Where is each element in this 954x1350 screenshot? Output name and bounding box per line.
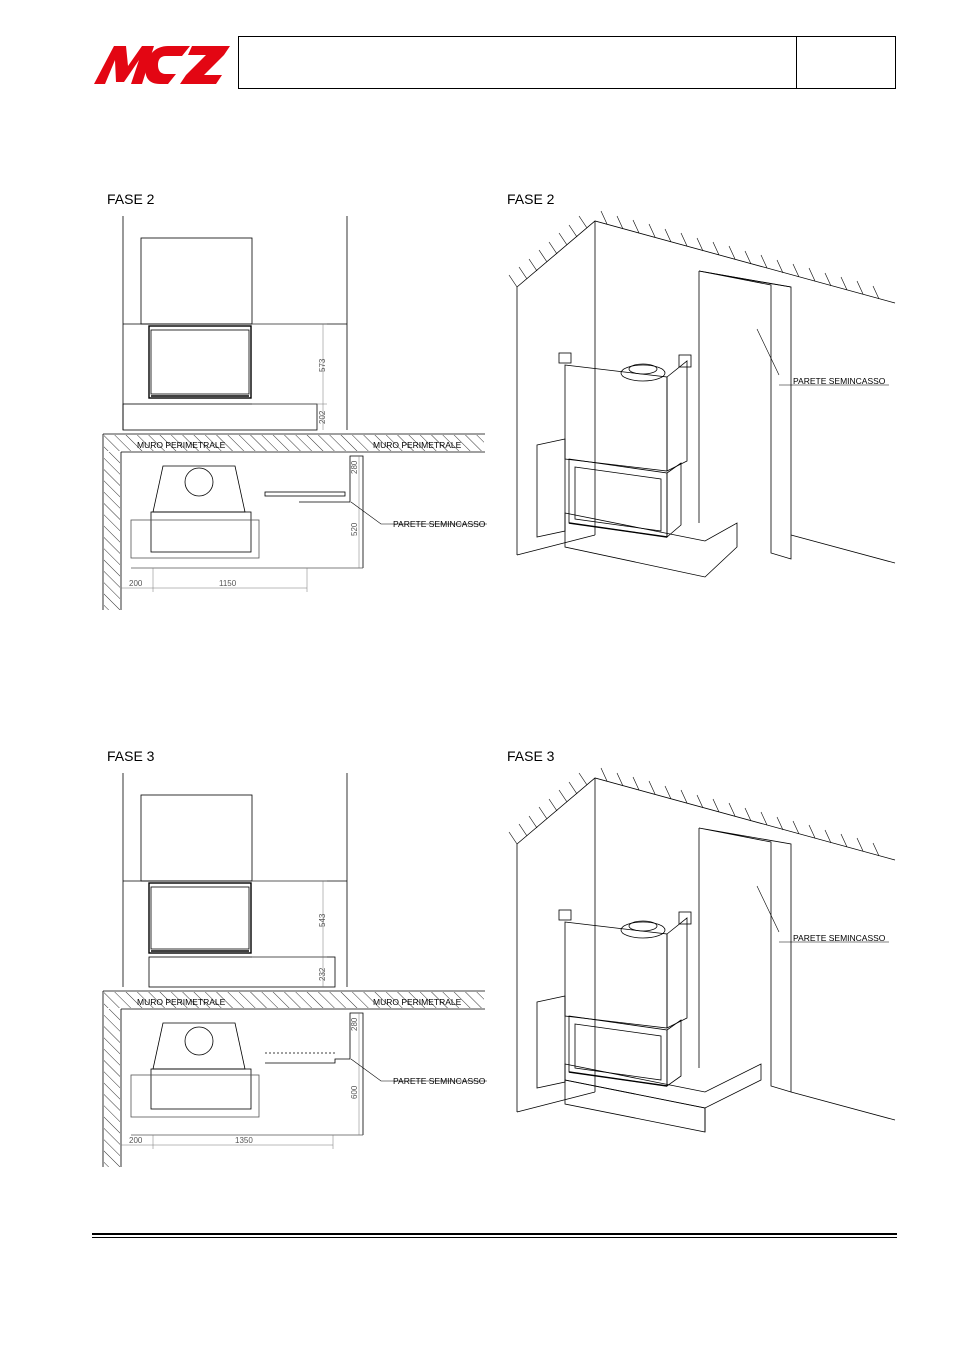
dimension-label: 202 <box>318 410 327 424</box>
dimension-label: 1150 <box>219 579 237 588</box>
wall-label: MURO PERIMETRALE <box>373 997 462 1007</box>
dimension-label: 600 <box>350 1085 359 1099</box>
dimension-label: 200 <box>129 579 143 588</box>
isometric-view-drawing: PARETE SEMINCASSO <box>508 210 896 578</box>
wall-label: MURO PERIMETRALE <box>137 440 226 450</box>
dimension-label: 200 <box>129 1136 143 1145</box>
footer-rule <box>92 1233 897 1235</box>
partition-label: PARETE SEMINCASSO <box>393 1076 486 1086</box>
partition-label: PARETE SEMINCASSO <box>793 933 886 943</box>
dimension-label: 1350 <box>235 1136 253 1145</box>
dimension-label: 232 <box>318 967 327 981</box>
dimension-label: 520 <box>350 522 359 536</box>
isometric-view-drawing: PARETE SEMINCASSO <box>508 767 896 1133</box>
phase-label: FASE 3 <box>107 748 155 764</box>
plan-elevation-drawing: MURO PERIMETRALE MURO PERIMETRALE PARETE… <box>102 216 487 610</box>
dimension-label: 280 <box>350 1017 359 1031</box>
phase-label: FASE 2 <box>107 191 155 207</box>
dimension-label: 543 <box>318 913 327 927</box>
dimension-label: 573 <box>318 358 327 372</box>
wall-label: MURO PERIMETRALE <box>373 440 462 450</box>
phase-label: FASE 2 <box>507 191 555 207</box>
mcz-logo-icon <box>94 46 230 84</box>
footer-rule <box>92 1237 897 1238</box>
header-divider <box>796 37 797 88</box>
dimension-label: 280 <box>350 460 359 474</box>
partition-label: PARETE SEMINCASSO <box>393 519 486 529</box>
partition-label: PARETE SEMINCASSO <box>793 376 886 386</box>
plan-elevation-drawing: MURO PERIMETRALE MURO PERIMETRALE PARETE… <box>102 773 487 1167</box>
wall-label: MURO PERIMETRALE <box>137 997 226 1007</box>
header-title-box <box>238 36 896 89</box>
phase-label: FASE 3 <box>507 748 555 764</box>
brand-logo <box>92 42 232 86</box>
